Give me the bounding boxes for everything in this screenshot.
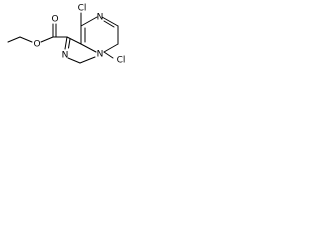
atom-cl-top: Cl [78,4,87,14]
bond-ring6-lower-left [80,43,97,53]
bond-ring5-c3-n4 [79,56,96,64]
bond-ch2-ch3 [7,36,21,43]
bond-ring5-n2-c3 [67,57,81,64]
bond-ring5-c1-n2-inner [68,38,71,49]
atom-n-imidazole: N [62,51,69,61]
molecule-structure: Cl N N Cl N O O [7,4,126,66]
atom-n-pyrazine: N [97,13,104,23]
atom-cl-right: Cl [117,56,126,66]
bond-ring6-top [80,16,98,27]
bond-ring5-c1-c8a [66,36,82,45]
bond-ring6-upper-right [101,16,119,27]
atom-o-carbonyl: O [51,15,58,25]
atom-n-bridge: N [97,50,104,60]
bond-ring6-lower-right [103,43,119,53]
bond-ring6-upper-right-inner [103,20,115,28]
bond-o-ch2 [19,36,33,43]
bond-ring5-c1-n2 [64,36,68,50]
bond-c5-cl [103,51,114,59]
atom-o-ester: O [33,40,40,50]
bond-carbonyl-c-o-single [40,36,54,43]
